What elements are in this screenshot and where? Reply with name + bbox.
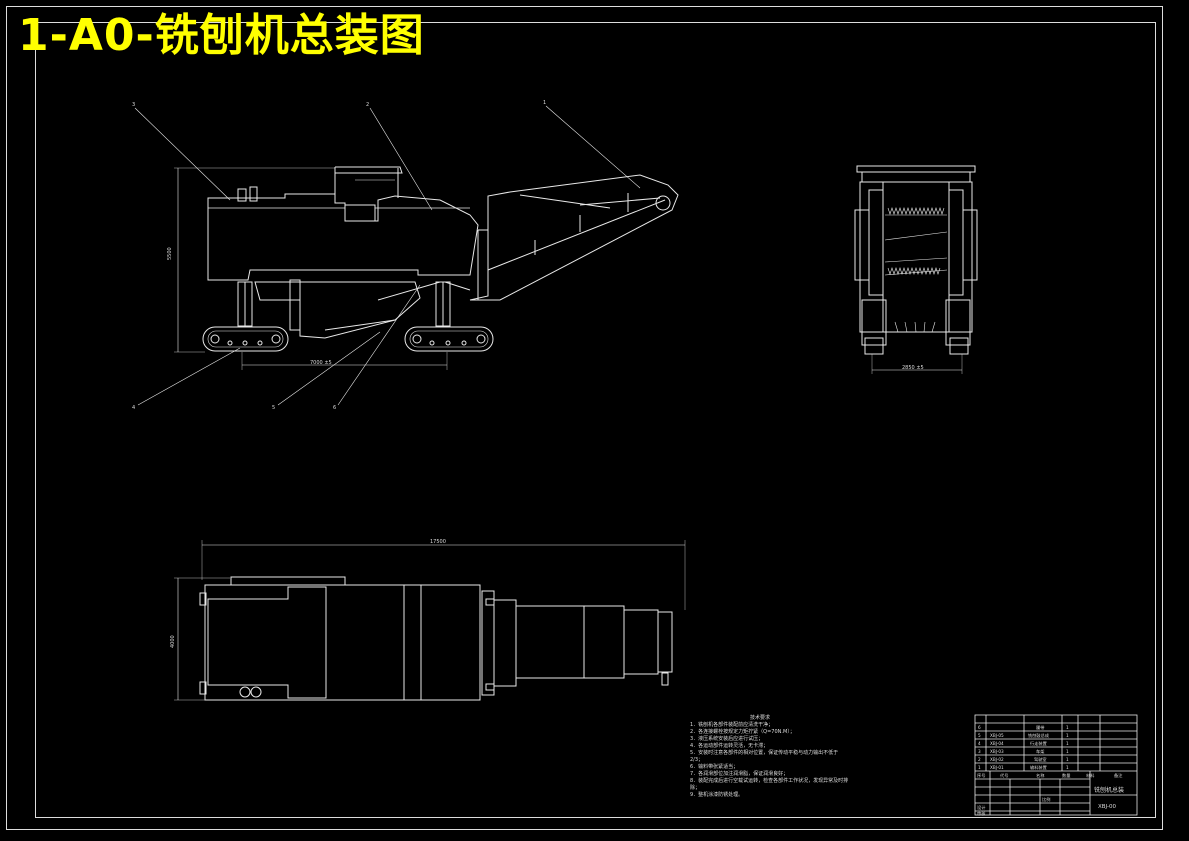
parts-no-6: 6 <box>978 725 981 730</box>
balloon-6: 6 <box>333 405 336 411</box>
drawing-title: 1-A0-铣刨机总装图 <box>18 10 425 61</box>
parts-name-4: 行走装置 <box>1030 740 1047 747</box>
drawing-border-inner <box>35 22 1156 818</box>
title-block-drawing-code: XBJ-00 <box>1098 804 1116 810</box>
notes-line-4: 4．各运动部件运转灵活，无卡滞； <box>690 743 769 749</box>
dim-side-height: 5500 <box>167 247 173 260</box>
drawing-border-outer <box>6 6 1163 830</box>
parts-header-code: 代号 <box>1000 772 1008 779</box>
parts-no-5: 5 <box>978 733 981 738</box>
parts-code-2: XBJ-02 <box>990 757 1004 762</box>
notes-line-7: 7．各润滑部位加注润滑脂，保证润滑良好； <box>690 771 789 777</box>
parts-code-5: XBJ-05 <box>990 733 1004 738</box>
parts-qty-6: 1 <box>1066 725 1069 730</box>
notes-line-2: 2．各连接螺栓按规定力矩拧紧（Q=70N.M）； <box>690 729 795 735</box>
parts-name-5: 铣刨鼓总成 <box>1028 732 1049 739</box>
notes-heading: 技术要求 <box>749 715 770 721</box>
front-view <box>854 165 978 374</box>
parts-no-1: 1 <box>978 765 981 770</box>
title-block-drawing-name: 铣刨机总装 <box>1094 786 1124 794</box>
parts-header-no: 序号 <box>977 772 985 779</box>
parts-name-1: 输料装置 <box>1030 764 1047 771</box>
notes-line-5: 5．安装时注意各部件的相对位置，保证传动平稳与动力输出不低于2/3； <box>690 750 839 763</box>
notes-line-9: 9．整机涂漆防锈处理。 <box>690 792 744 798</box>
parts-qty-3: 1 <box>1066 749 1069 754</box>
parts-name-2: 驾驶室 <box>1034 756 1047 763</box>
parts-header-note: 备注 <box>1114 772 1123 779</box>
parts-code-3: XBJ-03 <box>990 749 1004 754</box>
parts-code-1: XBJ-01 <box>990 765 1004 770</box>
parts-code-4: XBJ-04 <box>990 741 1004 746</box>
title-block <box>974 714 1138 816</box>
title-block-checker: 审核 <box>977 810 986 817</box>
technical-notes: 技术要求 1．铣刨机各部件装配前应清洗干净； 2．各连接螺栓按规定力矩拧紧（Q=… <box>690 715 850 799</box>
parts-name-6: 履带 <box>1036 725 1044 731</box>
balloon-3: 3 <box>132 102 135 108</box>
dim-track-base: 7000 ±5 <box>310 360 332 366</box>
parts-header-qty: 数量 <box>1062 772 1070 779</box>
notes-line-8: 8．装配完成后进行空载试运转，检查各部件工作状况，发现异常及时排除； <box>690 778 849 791</box>
title-block-scale: 比例 <box>1042 796 1050 803</box>
parts-no-4: 4 <box>978 741 981 746</box>
dim-front-width: 2850 ±5 <box>902 365 924 371</box>
balloon-4: 4 <box>132 405 135 411</box>
parts-header-name: 名称 <box>1036 772 1044 779</box>
notes-line-3: 3．液压系统安装后应进行试压； <box>690 736 764 742</box>
parts-header-material: 材料 <box>1086 772 1095 779</box>
dim-plan-width: 4000 <box>170 635 176 648</box>
title-block-designer: 设计 <box>977 804 985 811</box>
parts-no-3: 3 <box>978 749 981 754</box>
notes-line-6: 6．输料带张紧适当； <box>690 764 739 770</box>
parts-qty-2: 1 <box>1066 757 1069 762</box>
parts-no-2: 2 <box>978 757 981 762</box>
parts-qty-1: 1 <box>1066 765 1069 770</box>
dim-plan-length: 17500 <box>430 539 446 545</box>
balloon-1: 1 <box>543 100 546 106</box>
parts-qty-4: 1 <box>1066 741 1069 746</box>
balloon-5: 5 <box>272 405 275 411</box>
parts-name-3: 车架 <box>1036 748 1044 755</box>
parts-qty-5: 1 <box>1066 733 1069 738</box>
side-view <box>134 105 679 406</box>
plan-view <box>174 540 686 701</box>
balloon-2: 2 <box>366 102 369 108</box>
notes-line-1: 1．铣刨机各部件装配前应清洗干净； <box>690 722 774 728</box>
